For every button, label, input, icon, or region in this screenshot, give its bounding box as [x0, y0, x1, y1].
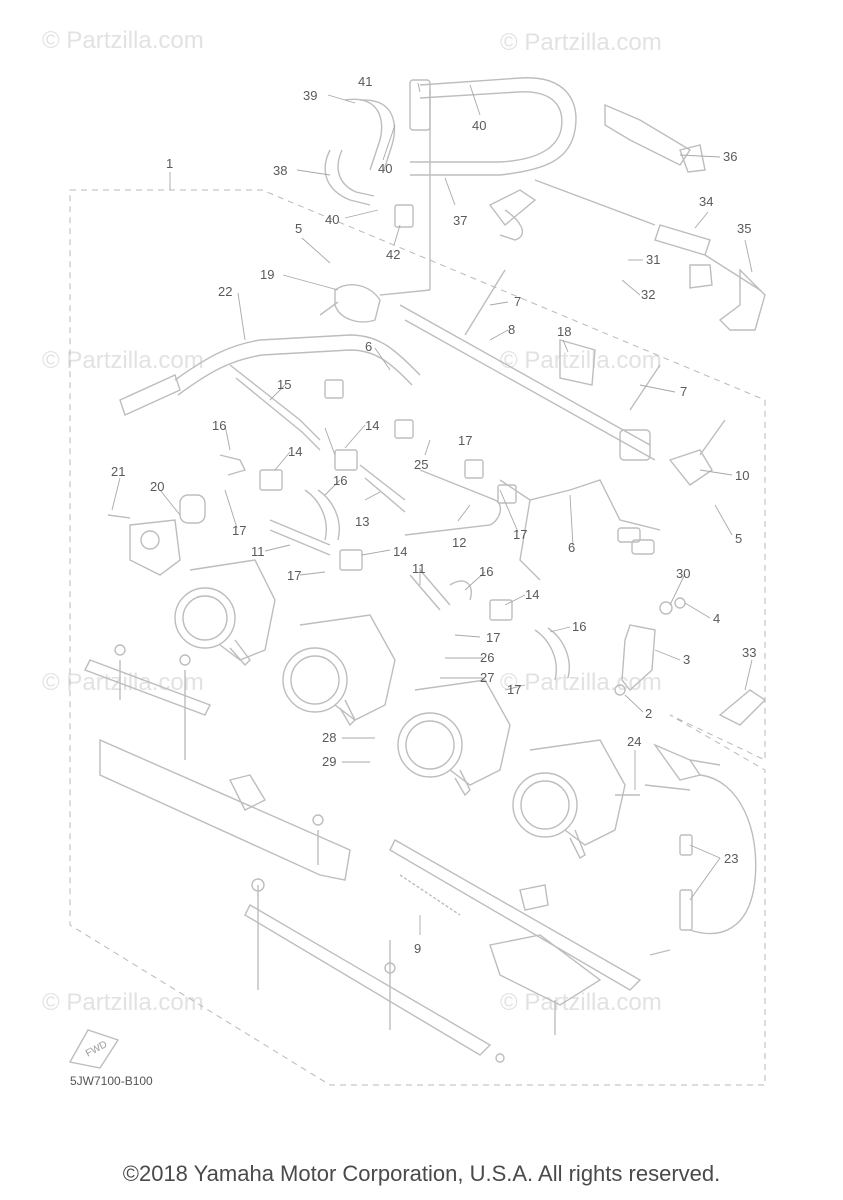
- callout-label: 1: [166, 156, 173, 171]
- diagram-code: 5JW7100-B100: [70, 1074, 153, 1088]
- fwd-arrow-icon: FWD: [68, 1029, 120, 1069]
- callout-label: 23: [724, 851, 738, 866]
- callout-label: 17: [232, 523, 246, 538]
- callout-label: 19: [260, 267, 274, 282]
- callout-label: 25: [414, 457, 428, 472]
- callout-label: 17: [486, 630, 500, 645]
- mount-bracket-left: [84, 644, 351, 881]
- callout-label: 8: [508, 322, 515, 337]
- callout-label: 40: [472, 118, 486, 133]
- callout-label: 42: [386, 247, 400, 262]
- assembly-boundary: [69, 189, 766, 1086]
- callout-label: 16: [212, 418, 226, 433]
- callout-label: 10: [735, 468, 749, 483]
- callout-label: 11: [251, 544, 265, 559]
- callout-label: 15: [277, 377, 291, 392]
- callout-label: 34: [699, 194, 713, 209]
- callout-leaders: [111, 82, 753, 935]
- watermark: © Partzilla.com: [500, 989, 662, 1016]
- callout-label: 17: [287, 568, 301, 583]
- callout-label: 41: [358, 74, 372, 89]
- callout-label: 33: [742, 645, 756, 660]
- callout-label: 31: [646, 252, 660, 267]
- callout-label: 16: [479, 564, 493, 579]
- callout-label: 16: [333, 473, 347, 488]
- callout-label: 5: [295, 221, 302, 236]
- callout-label: 14: [393, 544, 407, 559]
- callout-label: 17: [507, 682, 521, 697]
- watermark: © Partzilla.com: [500, 29, 662, 56]
- callout-label: 17: [458, 433, 472, 448]
- callout-label: 35: [737, 221, 751, 236]
- callout-label: 2: [645, 706, 652, 721]
- watermark: © Partzilla.com: [42, 347, 204, 374]
- callout-label: 14: [288, 444, 302, 459]
- callout-label: 14: [365, 418, 379, 433]
- callout-label: 24: [627, 734, 641, 749]
- callout-label: 38: [273, 163, 287, 178]
- callout-label: 20: [150, 479, 164, 494]
- callout-label: 13: [355, 514, 369, 529]
- callout-label: 36: [723, 149, 737, 164]
- callout-labels: 1 2 3 4 5 5 6 6 7 7 8 9 10 11 11 12 13 1…: [111, 74, 756, 956]
- callout-label: 12: [452, 535, 466, 550]
- fwd-label: FWD: [84, 1039, 109, 1059]
- callout-label: 17: [513, 527, 527, 542]
- callout-label: 7: [680, 384, 687, 399]
- watermark: © Partzilla.com: [500, 669, 662, 696]
- callout-label: 9: [414, 941, 421, 956]
- watermark-layer: © Partzilla.com © Partzilla.com © Partzi…: [42, 27, 662, 1016]
- callout-label: 6: [365, 339, 372, 354]
- callout-label: 16: [572, 619, 586, 634]
- callout-label: 18: [557, 324, 571, 339]
- throttle-bodies: [174, 559, 626, 859]
- watermark: © Partzilla.com: [42, 669, 204, 696]
- callout-label: 26: [480, 650, 494, 665]
- callout-label: 11: [412, 561, 426, 576]
- callout-label: 29: [322, 754, 336, 769]
- callout-label: 14: [525, 587, 539, 602]
- callout-label: 21: [111, 464, 125, 479]
- callout-label: 7: [514, 294, 521, 309]
- callout-label: 37: [453, 213, 467, 228]
- copyright-notice: ©2018 Yamaha Motor Corporation, U.S.A. A…: [122, 1161, 721, 1186]
- callout-label: 39: [303, 88, 317, 103]
- callout-label: 22: [218, 284, 232, 299]
- watermark: © Partzilla.com: [42, 989, 204, 1016]
- fuel-rail-assembly: [119, 90, 726, 696]
- callout-label: 5: [735, 531, 742, 546]
- callout-label: 32: [641, 287, 655, 302]
- callout-label: 3: [683, 652, 690, 667]
- watermark: © Partzilla.com: [42, 27, 204, 54]
- sensor-left: [107, 494, 206, 576]
- linkage-lower: [244, 689, 767, 1063]
- callout-label: 6: [568, 540, 575, 555]
- callout-label: 28: [322, 730, 336, 745]
- callout-label: 40: [378, 161, 392, 176]
- callout-label: 4: [713, 611, 720, 626]
- callout-label: 30: [676, 566, 690, 581]
- callout-label: 40: [325, 212, 339, 227]
- hose-assembly-top: [324, 77, 766, 331]
- watermark: © Partzilla.com: [500, 347, 662, 374]
- callout-label: 27: [480, 670, 494, 685]
